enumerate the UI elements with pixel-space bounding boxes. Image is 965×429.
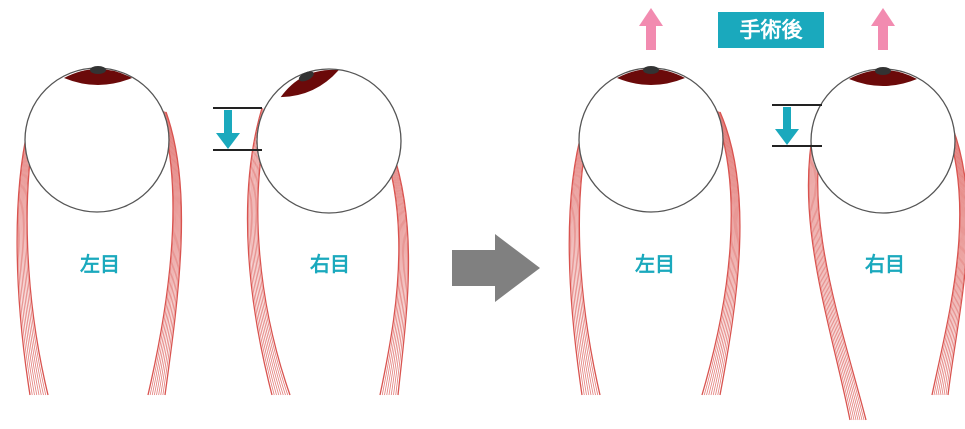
before-right-eye-label: 右目 (290, 248, 370, 277)
before-lowered-arrow (216, 110, 240, 149)
transition-arrow (452, 234, 540, 302)
eyeball (579, 68, 723, 212)
after-right-eye (811, 67, 955, 213)
after-left-raise-arrow (639, 8, 663, 50)
eyeball (811, 69, 955, 213)
after-left-eye-label: 左目 (615, 248, 695, 277)
post-surgery-badge: 手術後 (718, 12, 824, 48)
before-left-eye (25, 66, 169, 212)
after-right-eye-label: 右目 (845, 248, 925, 277)
after-left-eye (579, 66, 723, 212)
before-left-eye-label: 左目 (60, 248, 140, 277)
before-right-eye (257, 62, 401, 213)
pupil (90, 66, 106, 74)
pupil (643, 66, 659, 74)
after-lowered-arrow (775, 107, 799, 145)
eyeball (257, 69, 401, 213)
eyeball (25, 68, 169, 212)
after-right-raise-arrow (871, 8, 895, 50)
pupil (875, 67, 891, 75)
